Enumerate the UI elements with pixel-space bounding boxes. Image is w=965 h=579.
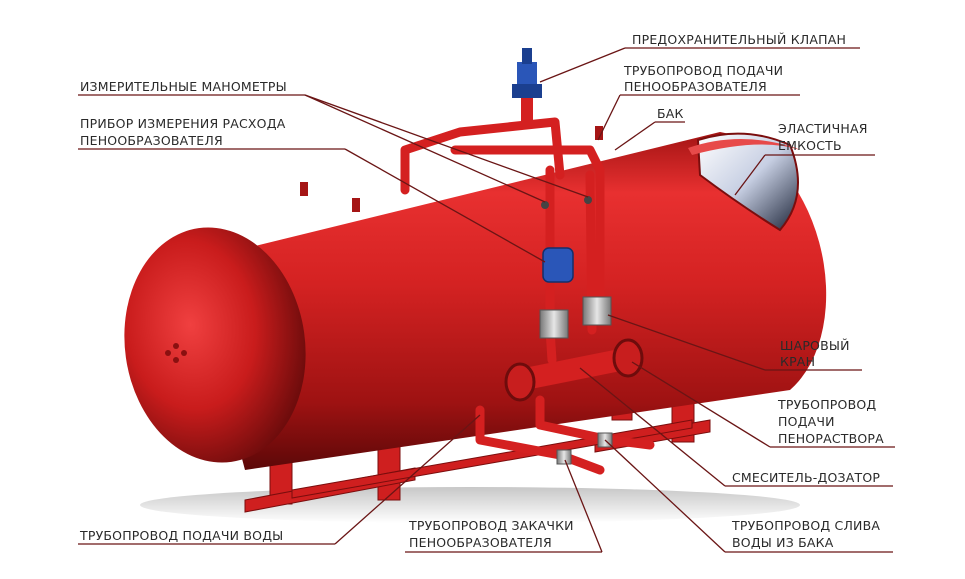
label-foam-supply-line2: ПЕНООБРАЗОВАТЕЛЯ [624, 79, 767, 94]
label-flow-meter-line2: ПЕНООБРАЗОВАТЕЛЯ [80, 133, 223, 148]
pressure-gauge [541, 201, 549, 209]
label-elastic-line2: ЕМКОСТЬ [778, 138, 842, 153]
leader-foam-supply [598, 95, 620, 140]
label-drain-line2: ВОДЫ ИЗ БАКА [732, 535, 834, 550]
ball-valve-left [540, 310, 568, 338]
label-tank: БАК [657, 106, 684, 121]
label-foam-solution-line3: ПЕНОРАСТВОРА [778, 431, 884, 446]
cap-bolt [165, 350, 171, 356]
safety-valve-nozzle [521, 98, 533, 124]
pressure-gauge [584, 196, 592, 204]
cap-bolt [173, 357, 179, 363]
label-foam-solution-line1: ТРУБОПРОВОД [777, 397, 876, 412]
label-foam-injection-line2: ПЕНООБРАЗОВАТЕЛЯ [409, 535, 552, 550]
label-gauges: ИЗМЕРИТЕЛЬНЫЕ МАНОМЕТРЫ [80, 79, 287, 94]
leader-tank [615, 122, 655, 150]
lifting-lug [300, 182, 308, 196]
safety-valve-body [517, 62, 537, 84]
injection-valve [557, 450, 571, 464]
ball-valve-right [583, 297, 611, 325]
label-drain-line1: ТРУБОПРОВОД СЛИВА [731, 518, 880, 533]
label-foam-supply-line1: ТРУБОПРОВОД ПОДАЧИ [623, 63, 783, 78]
mixer-flange-left [506, 364, 534, 400]
label-mixer: СМЕСИТЕЛЬ-ДОЗАТОР [732, 470, 880, 485]
cap-bolt [173, 343, 179, 349]
leader-safety-valve [540, 48, 625, 82]
label-elastic-line1: ЭЛАСТИЧНАЯ [778, 121, 868, 136]
label-foam-injection-line1: ТРУБОПРОВОД ЗАКАЧКИ [408, 518, 574, 533]
cap-bolt [181, 350, 187, 356]
label-ball-valve-line1: ШАРОВЫЙ [780, 338, 850, 353]
label-foam-solution-line2: ПОДАЧИ [778, 414, 835, 429]
label-safety-valve: ПРЕДОХРАНИТЕЛЬНЫЙ КЛАПАН [632, 32, 846, 47]
safety-valve-base [512, 84, 542, 98]
mixer-flange-right [614, 340, 642, 376]
safety-valve-bonnet [522, 48, 532, 64]
label-ball-valve-line2: КРАН [780, 354, 815, 369]
tank [109, 126, 826, 474]
lifting-lug [352, 198, 360, 212]
flow-meter [543, 248, 573, 282]
label-flow-meter-line1: ПРИБОР ИЗМЕРЕНИЯ РАСХОДА [80, 116, 286, 131]
label-water-supply: ТРУБОПРОВОД ПОДАЧИ ВОДЫ [79, 528, 283, 543]
